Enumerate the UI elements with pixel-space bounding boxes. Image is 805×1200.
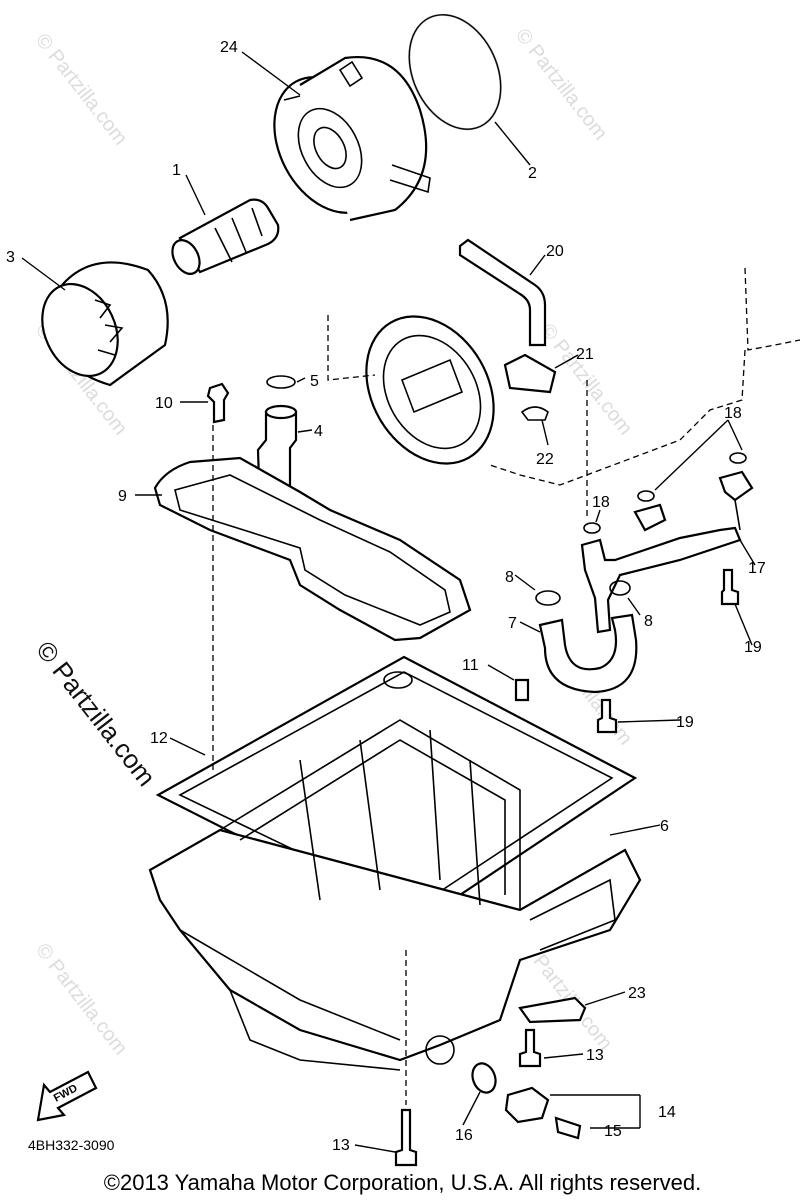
- label-18a: 18: [724, 405, 742, 422]
- label-7: 7: [508, 615, 517, 632]
- pipe-part: [458, 238, 547, 347]
- label-24: 24: [220, 39, 238, 56]
- label-21: 21: [576, 346, 594, 363]
- damper-part: [503, 353, 557, 394]
- label-1: 1: [172, 162, 181, 179]
- label-20: 20: [546, 243, 564, 260]
- label-6: 6: [660, 818, 669, 835]
- label-23: 23: [628, 985, 646, 1002]
- label-9: 9: [118, 488, 127, 505]
- copyright-notice: ©2013 Yamaha Motor Corporation, U.S.A. A…: [103, 1170, 702, 1195]
- watermark-bottom-left: © Partzilla.com: [31, 940, 131, 1060]
- label-4: 4: [314, 423, 323, 440]
- label-15: 15: [604, 1123, 622, 1140]
- label-18b: 18: [592, 494, 610, 511]
- o-ring-8b-part: [609, 580, 631, 596]
- label-8b: 8: [644, 613, 653, 630]
- bolt-10-part: [206, 382, 230, 424]
- leader-lines: [21, 51, 756, 1153]
- strainer-part: [365, 315, 495, 465]
- small-o-ring-part: [266, 375, 296, 389]
- label-5: 5: [310, 373, 319, 390]
- o-ring-8a-part: [535, 590, 561, 606]
- label-2: 2: [528, 165, 537, 182]
- label-22: 22: [536, 451, 554, 468]
- drain-plug-part: [504, 1086, 550, 1124]
- label-16: 16: [455, 1127, 473, 1144]
- oil-filter-part: [41, 261, 169, 387]
- oil-pipe-part: [580, 470, 754, 634]
- bolt-13b-part: [394, 1108, 418, 1167]
- label-10: 10: [155, 395, 173, 412]
- label-13b: 13: [332, 1137, 350, 1154]
- pipe-bend-part: [538, 613, 638, 694]
- o-ring-part: [408, 13, 502, 131]
- oil-cooler-part: [273, 56, 431, 222]
- washer-part: [471, 1062, 497, 1094]
- watermark-top-left: © Partzilla.com: [31, 30, 131, 150]
- bolt-13a-part: [518, 1028, 542, 1068]
- oil-pan-part: [148, 719, 642, 1071]
- o-ring-18b-part: [637, 490, 655, 502]
- label-19b: 19: [676, 714, 694, 731]
- dowel-part: [514, 678, 530, 702]
- watermark-top-right: © Partzilla.com: [511, 25, 611, 145]
- bolt-15-part: [554, 1116, 582, 1140]
- strainer-axis-line: [327, 315, 376, 381]
- reference-code: 4BH332-3090: [28, 1137, 115, 1153]
- bracket-part: [518, 996, 587, 1024]
- gasket-part: [153, 456, 472, 642]
- o-ring-18a-part: [583, 522, 601, 534]
- label-12: 12: [150, 730, 168, 747]
- bolt-19b-part: [596, 698, 618, 734]
- fwd-arrow-icon: FWD: [36, 1070, 98, 1122]
- label-14: 14: [658, 1104, 676, 1121]
- union-bolt-part: [171, 198, 280, 275]
- label-13a: 13: [586, 1047, 604, 1064]
- part-number-labels: 24 2 1 3 20 5 21 10 4 18 22 9 18 17 8 8 …: [6, 39, 766, 1154]
- watermark-main: © Partzilla.com: [30, 635, 162, 792]
- label-3: 3: [6, 249, 15, 266]
- label-19a: 19: [744, 639, 762, 656]
- clip-part: [520, 406, 549, 421]
- label-8a: 8: [505, 569, 514, 586]
- label-11: 11: [462, 657, 479, 674]
- label-17: 17: [748, 560, 766, 577]
- engine-outline: [489, 267, 801, 486]
- o-ring-18c-part: [729, 452, 747, 464]
- bolt-19a-part: [720, 568, 740, 606]
